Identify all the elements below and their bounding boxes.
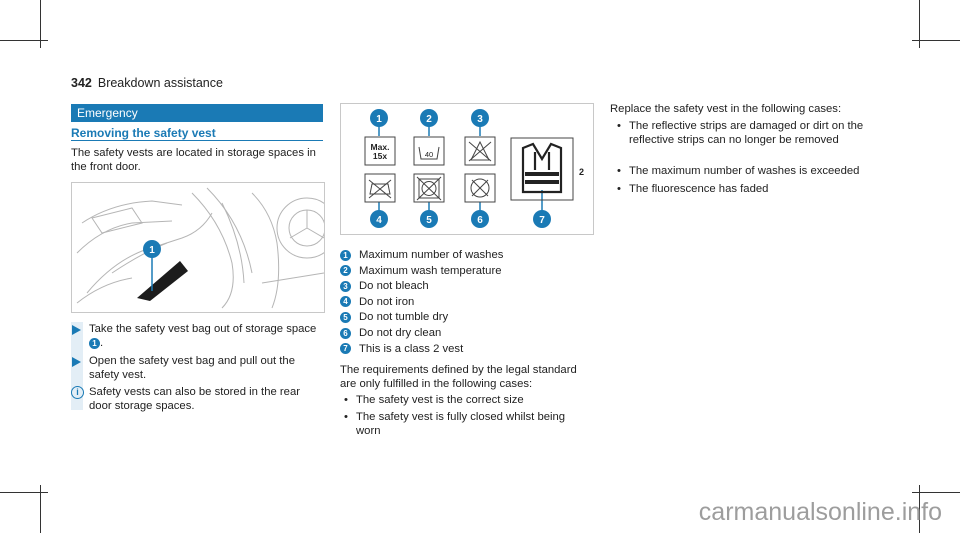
step-arrow-icon — [72, 357, 81, 367]
door-drawing: 1 — [76, 187, 338, 309]
requirement-item: • The safety vest is fully closed whilst … — [344, 410, 576, 438]
legend-badge: 3 — [340, 280, 351, 292]
crop-mark — [0, 40, 48, 41]
step-1-text: Take the safety vest bag out of storage … — [89, 323, 317, 335]
replace-item: • The fluorescence has faded — [617, 182, 869, 196]
replace-intro: Replace the safety vest in the following… — [610, 103, 842, 115]
bullet-dot: • — [344, 411, 348, 423]
class-label: 2 — [579, 167, 584, 177]
legend-badge: 2 — [340, 265, 351, 277]
info-icon: i — [71, 386, 84, 399]
crop-mark — [40, 0, 41, 48]
crop-mark — [919, 0, 920, 48]
page-number: 342 — [71, 76, 92, 90]
legend-badge: 1 — [340, 249, 351, 261]
page-header: 342 Breakdown assistance — [71, 76, 223, 90]
watermark: carmanualsonline.info — [698, 498, 942, 526]
legend-badge: 4 — [340, 296, 351, 308]
step-1: Take the safety vest bag out of storage … — [89, 322, 325, 350]
care-symbols-drawing: 1 2 3 4 5 6 7 — [364, 109, 584, 228]
step-2: Open the safety vest bag and pull out th… — [89, 355, 295, 381]
crop-mark — [919, 485, 920, 533]
legend-item: 1 Maximum number of washes — [340, 248, 503, 262]
subheading-rule — [71, 140, 323, 141]
subheading: Removing the safety vest — [71, 126, 216, 140]
replace-item: • The maximum number of washes is exceede… — [617, 164, 869, 178]
note-text: Safety vests can also be stored in the r… — [89, 386, 300, 412]
legend-text: Do not iron — [359, 295, 415, 308]
replace-text: The fluorescence has faded — [629, 183, 769, 195]
door-illustration: 1 — [71, 182, 338, 313]
bullet-dot: • — [617, 183, 621, 195]
legend-badge: 6 — [340, 327, 351, 339]
requirement-item: • The safety vest is the correct size — [344, 393, 590, 407]
callout-3: 3 — [477, 114, 483, 125]
door-callout-label: 1 — [149, 245, 155, 256]
callout-1: 1 — [376, 114, 382, 125]
section-bar: Emergency — [71, 104, 323, 122]
crop-mark — [912, 40, 960, 41]
bullet-dot: • — [617, 165, 621, 177]
step-arrow-icon — [72, 325, 81, 335]
max-label-line2: 15x — [373, 151, 387, 161]
bullet-dot: • — [344, 394, 348, 406]
callout-7: 7 — [539, 215, 545, 226]
max-label-line1: Max. — [371, 142, 390, 152]
callout-5: 5 — [426, 215, 432, 226]
legend-item: 7 This is a class 2 vest — [340, 342, 463, 356]
temp-label: 40 — [425, 150, 433, 159]
requirement-text: The safety vest is the correct size — [356, 394, 524, 406]
bullet-dot: • — [617, 120, 621, 132]
legend-text: Maximum wash temperature — [359, 264, 502, 277]
legend-text: This is a class 2 vest — [359, 342, 464, 355]
legend-text: Do not tumble dry — [359, 311, 449, 324]
callout-6: 6 — [477, 215, 483, 226]
legend-text: Do not dry clean — [359, 327, 442, 339]
requirement-text: The safety vest is fully closed whilst b… — [356, 411, 566, 437]
care-symbols-figure: 1 2 3 4 5 6 7 — [340, 103, 594, 235]
intro-text: The safety vests are located in storage … — [71, 147, 316, 173]
vest-icon — [521, 142, 563, 194]
step-1-suffix: . — [100, 337, 104, 349]
header-section: Breakdown assistance — [97, 76, 223, 90]
replace-item: • The reflective strips are damaged or di… — [617, 119, 869, 147]
legend-text: Maximum number of washes — [359, 249, 504, 261]
requirements-intro: The requirements defined by the legal st… — [340, 364, 577, 390]
replace-text: The reflective strips are damaged or dir… — [629, 120, 864, 146]
legend-badge: 5 — [340, 311, 351, 323]
callout-2: 2 — [426, 114, 432, 125]
crop-mark — [912, 492, 960, 493]
callout-4: 4 — [376, 215, 382, 226]
replace-text: The maximum number of washes is exceeded — [629, 165, 860, 177]
legend-item: 2 Maximum wash temperature — [340, 264, 502, 278]
crop-mark — [0, 492, 48, 493]
legend-text: Do not bleach — [359, 280, 429, 293]
legend-item: 3 Do not bleach — [340, 279, 429, 293]
legend-item: 6 Do not dry clean — [340, 326, 441, 340]
step-1-badge: 1 — [89, 337, 100, 349]
legend-item: 5 Do not tumble dry — [340, 310, 448, 324]
crop-mark — [40, 485, 41, 533]
legend-item: 4 Do not iron — [340, 295, 414, 309]
legend-badge: 7 — [340, 343, 351, 355]
